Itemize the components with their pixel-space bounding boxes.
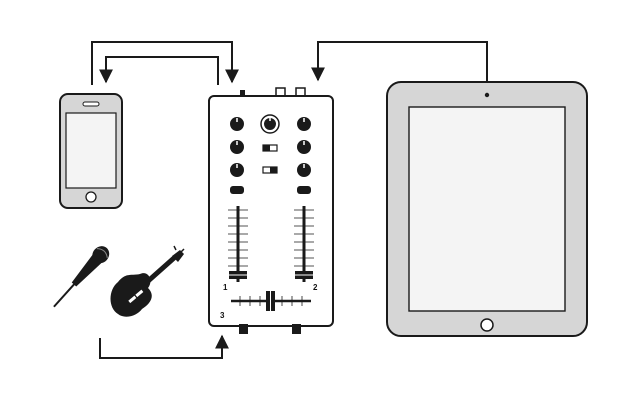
eq-knobs-right — [297, 117, 311, 177]
instruments-to-mixer-arrow — [99, 334, 229, 359]
channel-fader-left — [228, 206, 248, 282]
electric-guitar-icon — [110, 245, 185, 317]
tablet-to-mixer-arrow — [311, 41, 488, 82]
master-knob — [260, 114, 280, 134]
channel-fader-right — [294, 206, 314, 282]
dj-mixer-icon: 1 2 3 — [208, 87, 334, 334]
channel-label-3: 3 — [220, 311, 225, 320]
microphone-icon — [53, 246, 110, 308]
connection-lines — [91, 41, 488, 359]
smartphone-icon — [59, 93, 123, 209]
tablet-icon — [386, 81, 588, 337]
mixer-to-phone-arrow — [99, 56, 219, 85]
channel-label-1: 1 — [223, 283, 228, 292]
phone-to-mixer-arrow — [91, 41, 239, 85]
crossfader — [231, 291, 311, 311]
cue-button-right — [297, 186, 311, 194]
cue-button-left — [230, 186, 244, 194]
eq-knobs-left — [230, 117, 244, 177]
channel-label-2: 2 — [313, 283, 318, 292]
